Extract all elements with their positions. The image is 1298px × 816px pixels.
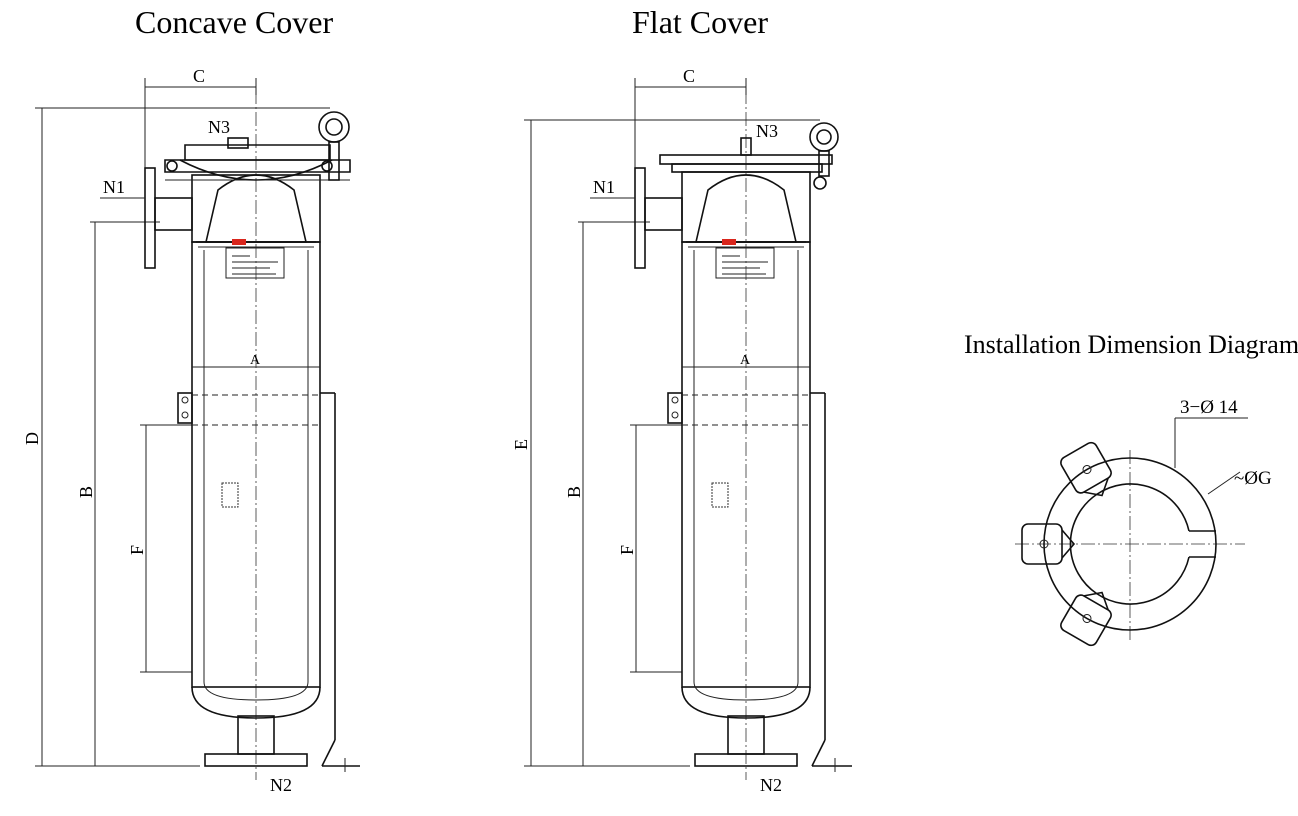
dimension-c-flat: C	[634, 66, 747, 200]
concave-cover	[164, 137, 351, 181]
dim-label-b-flat: B	[564, 486, 584, 498]
label-n2: N2	[270, 775, 292, 795]
support-leg-flat	[667, 392, 852, 772]
installation-diagram-title: Installation Dimension Diagram	[964, 330, 1298, 359]
installation-diagram: 3−Ø 14 ~ØG	[1015, 397, 1272, 647]
inlet-nozzle-n1-flat: N1	[590, 167, 683, 269]
label-n1-flat: N1	[593, 177, 615, 197]
dim-label-d: D	[22, 432, 42, 445]
label-n1: N1	[103, 177, 125, 197]
hole-spec-label: 3−Ø 14	[1180, 397, 1238, 418]
dimension-b: B	[76, 221, 160, 766]
inlet-nozzle-n1: N1	[100, 167, 193, 269]
mounting-lug-bottom	[1060, 441, 1112, 497]
support-leg	[177, 392, 360, 772]
mounting-lug-left	[1021, 523, 1076, 565]
filter-bag-basket-flat	[694, 174, 798, 243]
nameplate	[225, 239, 285, 279]
outlet-nozzle-n2-flat: N2	[694, 715, 798, 795]
dim-label-c: C	[193, 66, 205, 86]
dimension-f: F	[127, 424, 192, 673]
outlet-nozzle-n2: N2	[204, 715, 308, 795]
concave-cover-title: Concave Cover	[135, 4, 334, 40]
mounting-ring-outer	[1043, 457, 1217, 631]
label-n2-flat: N2	[760, 775, 782, 795]
flat-cover-view: C E B F A	[511, 66, 852, 795]
dimension-c: C	[144, 66, 257, 200]
dimension-d: D	[22, 107, 330, 767]
flat-cover	[659, 137, 833, 173]
nameplate-flat	[715, 239, 775, 279]
filter-bag-basket	[204, 174, 308, 243]
eye-bolt	[318, 111, 350, 181]
label-n3-flat: N3	[756, 121, 778, 141]
dim-label-f-flat: F	[617, 545, 637, 555]
dimension-f-flat: F	[617, 424, 682, 673]
vessel-bottom-head	[191, 686, 321, 719]
dim-label-e: E	[511, 439, 531, 450]
concave-cover-view: C D B F A	[22, 66, 360, 795]
mounting-ring-inner	[1069, 483, 1190, 605]
flat-cover-title: Flat Cover	[632, 4, 768, 40]
eye-bolt-flat	[809, 122, 839, 190]
mounting-lug-top	[1060, 591, 1112, 647]
dimension-b-flat: B	[564, 221, 650, 766]
dim-label-f: F	[127, 545, 147, 555]
dim-label-b: B	[76, 486, 96, 498]
dimension-e: E	[511, 119, 820, 767]
dim-label-a-flat: A	[740, 353, 751, 368]
dim-label-c-flat: C	[683, 66, 695, 86]
dim-label-a: A	[250, 353, 261, 368]
diameter-label: ~ØG	[1234, 468, 1272, 489]
label-n3: N3	[208, 117, 230, 137]
